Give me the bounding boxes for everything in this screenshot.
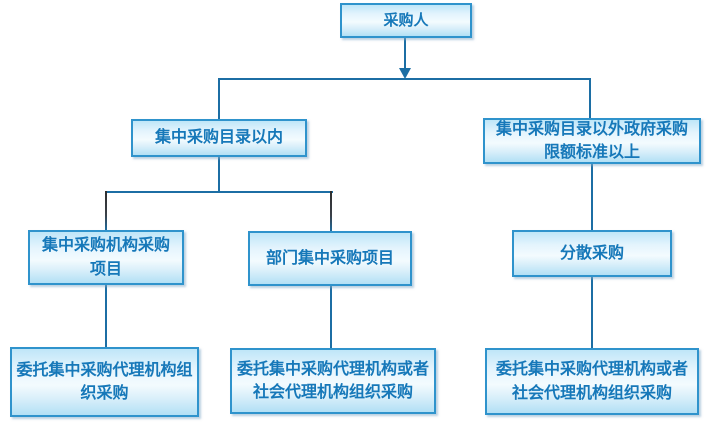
node-within-centralized-catalog: 集中采购目录以内: [131, 119, 307, 157]
node-entrust-central-agency: 委托集中采购代理机构组织采购: [10, 347, 199, 417]
connector-to-entrust-right: [591, 276, 593, 349]
connector-to-dept-project: [330, 191, 332, 232]
node-central-agency-project: 集中采购机构采购项目: [28, 230, 184, 285]
node-entrust-central-or-social-left: 委托集中采购代理机构或者社会代理机构组织采购: [230, 348, 436, 414]
node-outside-catalog-above-quota: 集中采购目录以外政府采购限额标准以上: [483, 118, 701, 164]
connector-to-agency-project: [105, 191, 107, 231]
arrow-down-icon: [399, 68, 411, 79]
connector-to-entrust-left: [330, 285, 332, 349]
node-purchaser: 采购人: [340, 3, 472, 38]
connector-within-down: [218, 156, 220, 193]
connector-mid-horizontal: [105, 191, 333, 193]
connector-to-entrust-central: [105, 284, 107, 348]
connector-to-outside-catalog: [589, 78, 591, 119]
connector-to-within-catalog: [218, 78, 220, 120]
connector-purchaser-down: [404, 38, 406, 69]
node-dept-central-project: 部门集中采购项目: [248, 231, 412, 286]
connector-top-horizontal: [218, 78, 591, 80]
node-decentralized-procurement: 分散采购: [512, 230, 672, 277]
connector-to-decentralized: [591, 162, 593, 231]
node-entrust-central-or-social-right: 委托集中采购代理机构或者社会代理机构组织采购: [485, 348, 699, 415]
